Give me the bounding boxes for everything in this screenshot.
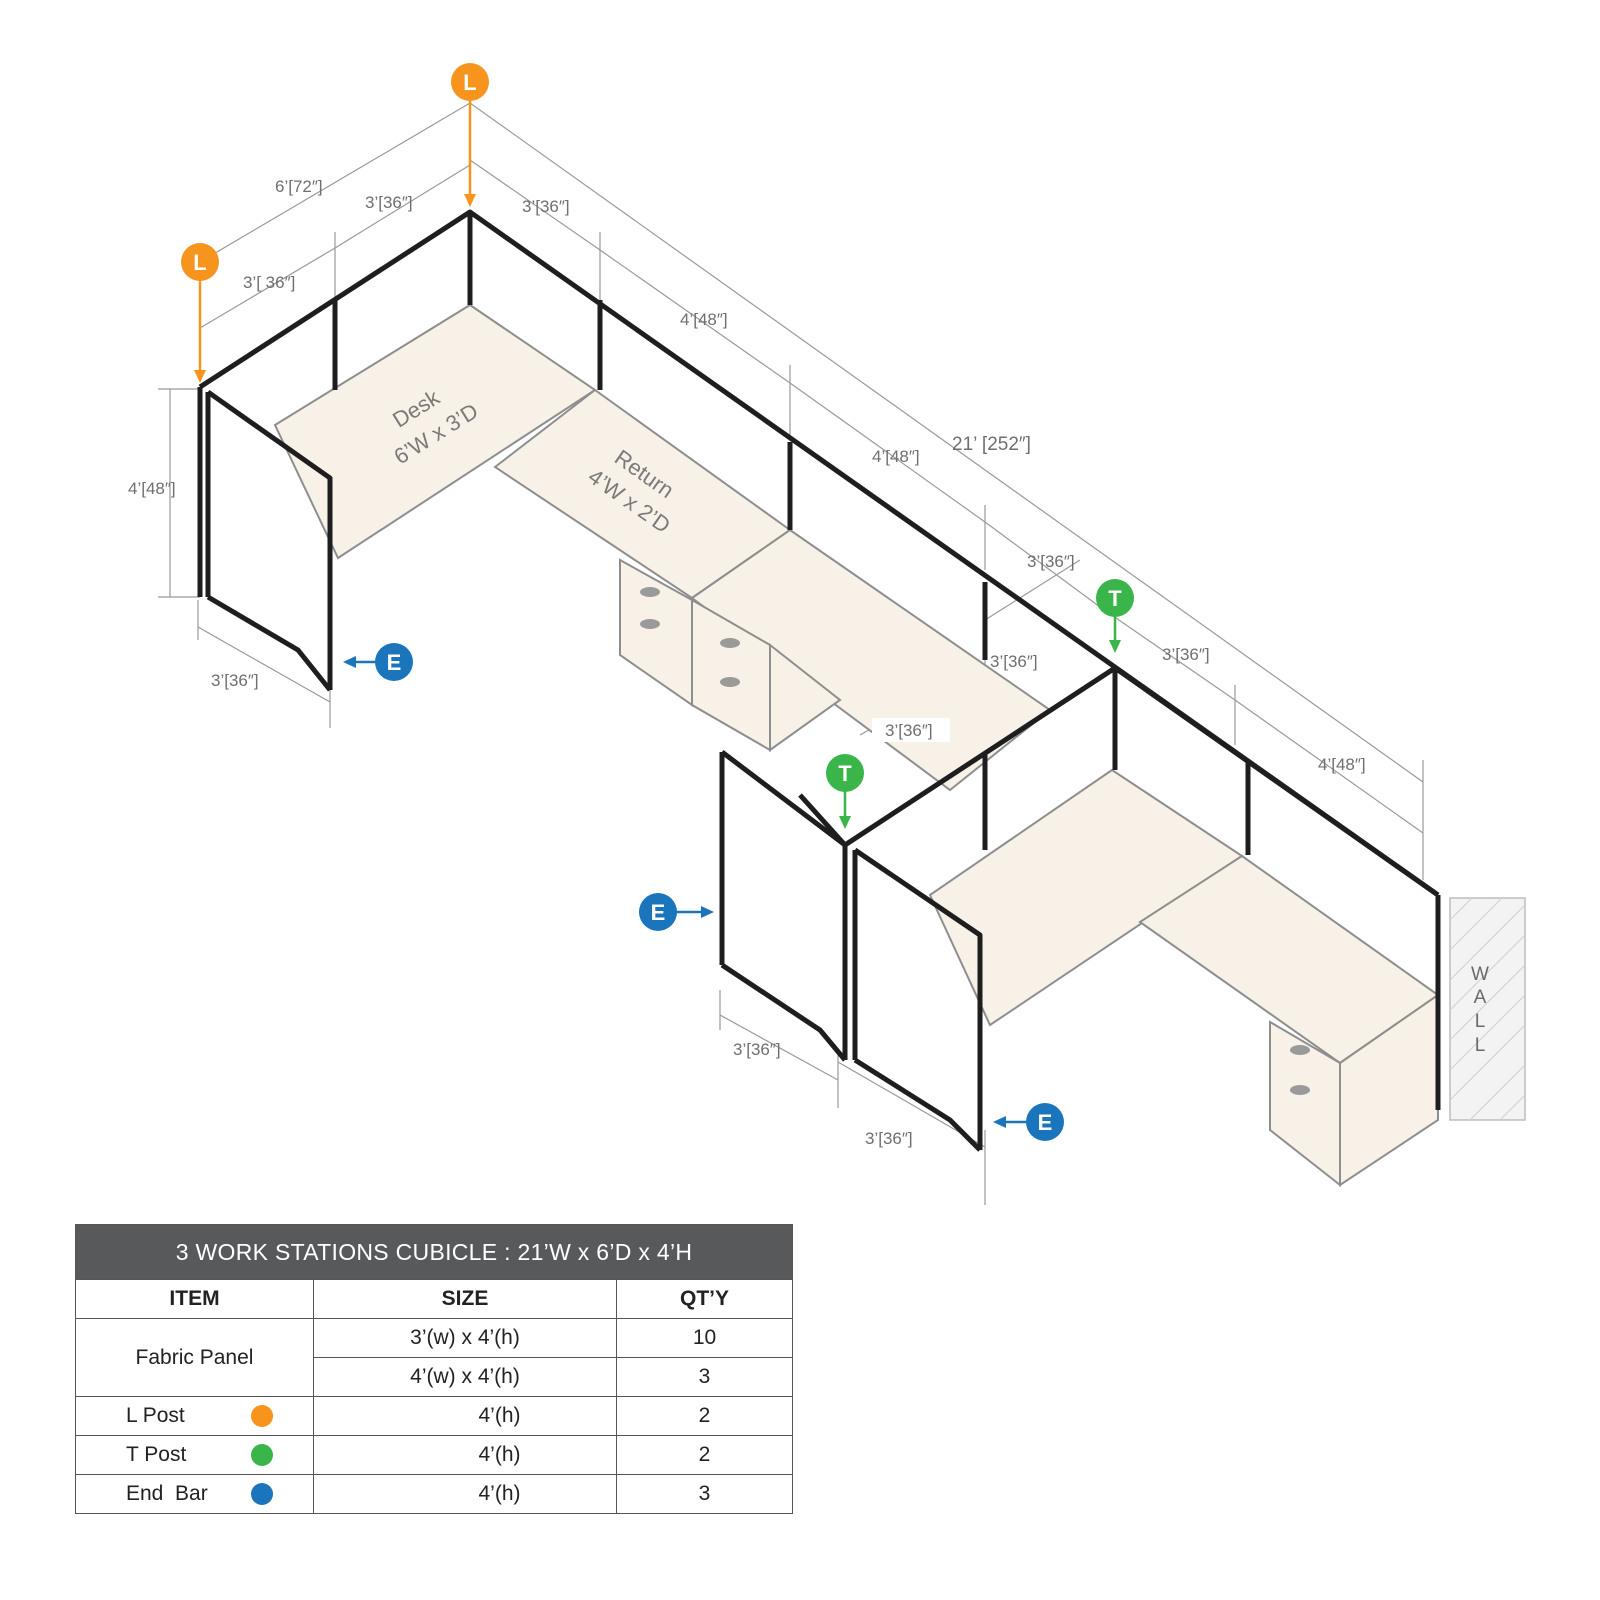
item-fabric-panel: Fabric Panel bbox=[75, 1318, 314, 1397]
panel-frames bbox=[197, 209, 1441, 1152]
end-bar-marker-upper: E bbox=[343, 643, 413, 681]
qty-cell: 3 bbox=[616, 1474, 793, 1514]
size-cell: 4’(h) bbox=[313, 1435, 617, 1475]
size-cell: 4’(h) bbox=[313, 1474, 617, 1514]
dim-top-left-a: 3’[36″] bbox=[365, 193, 413, 212]
table-row: Fabric Panel 3’(w) x 4’(h) 10 bbox=[75, 1318, 793, 1397]
desk-surfaces bbox=[273, 303, 1440, 1188]
dim-front-a: 3’[36″] bbox=[733, 1040, 781, 1059]
cubicle-diagram: W A L L Desk 6’W x 3’D Return 4’W x 2’D … bbox=[128, 63, 1526, 1205]
dim-long-b: 4’[48″] bbox=[872, 447, 920, 466]
table-row: 4’(w) x 4’(h) 3 bbox=[76, 1357, 793, 1397]
item-label: T Post bbox=[126, 1443, 187, 1466]
qty-cell: 3 bbox=[616, 1357, 793, 1397]
dim-front-b: 3’[36″] bbox=[865, 1129, 913, 1148]
item-t-post: T Post bbox=[75, 1435, 314, 1475]
col-header-item: ITEM bbox=[75, 1279, 314, 1319]
svg-text:T: T bbox=[838, 761, 852, 786]
wall-letter-a: A bbox=[1474, 987, 1487, 1008]
orange-dot-icon bbox=[251, 1405, 273, 1427]
dim-top-width: 6’[72″] bbox=[275, 177, 323, 196]
size-cell: 3’(w) x 4’(h) bbox=[313, 1318, 617, 1358]
green-dot-icon bbox=[251, 1444, 273, 1466]
dim-long-e: 4’[48″] bbox=[1318, 755, 1366, 774]
table-row: T Post 4’(h) 2 bbox=[75, 1435, 793, 1475]
end-bar-marker-lower: E bbox=[993, 1103, 1064, 1141]
dim-long-d: 3’[36″] bbox=[1162, 645, 1210, 664]
dim-mid-b: 3’[36″] bbox=[885, 721, 933, 740]
svg-text:E: E bbox=[1038, 1110, 1053, 1135]
svg-text:L: L bbox=[193, 250, 206, 275]
item-label: L Post bbox=[126, 1404, 185, 1427]
dim-long-a: 4’[48″] bbox=[680, 310, 728, 329]
dim-mid-a: 3’[36″] bbox=[990, 652, 1038, 671]
item-end-bar: End Bar bbox=[75, 1474, 314, 1514]
svg-text:E: E bbox=[387, 650, 402, 675]
svg-text:L: L bbox=[463, 70, 476, 95]
dim-end-left: 3’[36″] bbox=[211, 671, 259, 690]
size-cell: 4’(w) x 4’(h) bbox=[313, 1357, 617, 1397]
t-post-marker-left: T bbox=[826, 754, 864, 829]
table-row: L Post 4’(h) 2 bbox=[75, 1396, 793, 1436]
l-post-marker-left: L bbox=[181, 243, 219, 383]
col-header-qty: QT’Y bbox=[616, 1279, 793, 1319]
item-label: End Bar bbox=[126, 1482, 208, 1505]
t-post-marker-right: T bbox=[1096, 579, 1134, 653]
dimension-labels: 6’[72″] 3’[36″] 3’[ 36″] 3’[36″] 4’[48″]… bbox=[128, 177, 1366, 1148]
size-cell: 4’(h) bbox=[313, 1396, 617, 1436]
post-markers: L L T T E bbox=[181, 63, 1134, 1141]
dim-height: 4’[48″] bbox=[128, 479, 176, 498]
table-row: End Bar 4’(h) 3 bbox=[75, 1474, 793, 1514]
bill-of-materials-table: 3 WORK STATIONS CUBICLE : 21’W x 6’D x 4… bbox=[75, 1224, 793, 1514]
svg-text:E: E bbox=[651, 900, 666, 925]
blue-dot-icon bbox=[251, 1483, 273, 1505]
col-header-size: SIZE bbox=[313, 1279, 617, 1319]
qty-cell: 2 bbox=[616, 1435, 793, 1475]
qty-cell: 10 bbox=[616, 1318, 793, 1358]
dim-top-right-a: 3’[36″] bbox=[522, 197, 570, 216]
wall-letter-l2: L bbox=[1475, 1035, 1486, 1056]
l-post-marker-top: L bbox=[451, 63, 489, 207]
svg-text:T: T bbox=[1108, 586, 1122, 611]
item-l-post: L Post bbox=[75, 1396, 314, 1436]
qty-cell: 2 bbox=[616, 1396, 793, 1436]
wall: W A L L bbox=[1449, 897, 1526, 1121]
end-bar-marker-middle: E bbox=[639, 893, 714, 931]
dim-top-left-b: 3’[ 36″] bbox=[243, 273, 295, 292]
dim-long-c: 3’[36″] bbox=[1027, 552, 1075, 571]
table-title: 3 WORK STATIONS CUBICLE : 21’W x 6’D x 4… bbox=[75, 1224, 793, 1280]
dim-overall: 21’ [252″] bbox=[952, 434, 1031, 455]
wall-letter-l1: L bbox=[1475, 1011, 1486, 1032]
wall-letter-w: W bbox=[1471, 964, 1489, 985]
